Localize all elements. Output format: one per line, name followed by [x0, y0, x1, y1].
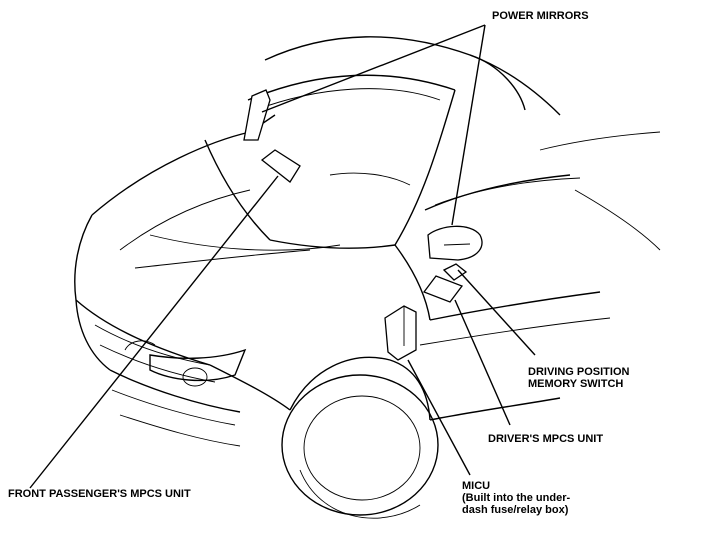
micu-note-line2: dash fuse/relay box) [462, 504, 569, 516]
leader-lines [29, 24, 536, 489]
driver-mirror [427, 225, 483, 261]
driving-position-memory-switch [442, 263, 468, 281]
drivers-mpcs-unit [422, 275, 464, 303]
micu-note-line1: (Built into the under- [462, 492, 571, 504]
micu-label: MICU (Built into the under- dash fuse/re… [462, 480, 570, 516]
micu-title: MICU [462, 480, 491, 492]
passenger-mirror [243, 89, 271, 141]
car-outline [74, 36, 661, 519]
drivers-mpcs-unit-label: DRIVER'S MPCS UNIT [488, 433, 604, 445]
driving-position-line2: MEMORY SWITCH [528, 378, 624, 390]
front-passenger-mpcs-unit [260, 149, 301, 183]
driving-position-line1: DRIVING POSITION [528, 366, 630, 378]
power-mirrors-label: POWER MIRRORS [492, 10, 589, 22]
micu-box [384, 305, 417, 361]
front-passenger-mpcs-unit-label: FRONT PASSENGER'S MPCS UNIT [8, 488, 191, 500]
driving-position-memory-switch-label: DRIVING POSITION MEMORY SWITCH [528, 366, 629, 390]
